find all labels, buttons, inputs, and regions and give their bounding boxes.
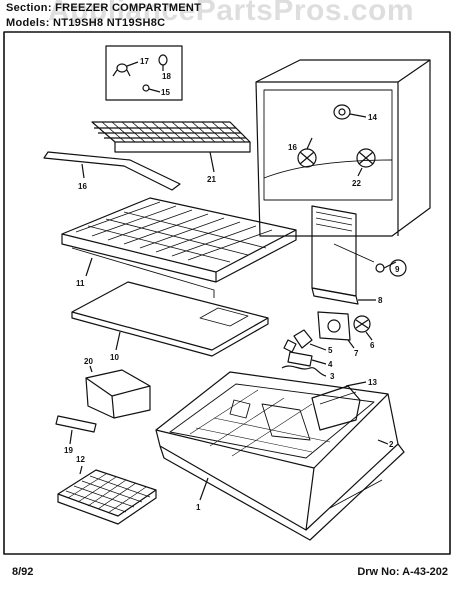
part-4-motor-mount: 4: [287, 351, 333, 369]
freezer-liner-cabinet: 14 22 16: [255, 59, 431, 237]
drawing-date: 8/92: [12, 566, 34, 578]
callout-9: 9: [395, 265, 400, 274]
part-18-socket: [158, 54, 168, 71]
part-11-shelf-frame: 11: [61, 197, 297, 298]
part-2-floor-trim: 2: [159, 439, 405, 541]
part-16-fan-grille-left: [297, 137, 317, 168]
callout-2: 2: [389, 440, 394, 449]
callout-11: 11: [76, 279, 85, 288]
section-title: Section: FREEZER COMPARTMENT: [6, 2, 202, 14]
callout-18: 18: [162, 72, 171, 81]
callout-6: 6: [370, 341, 375, 350]
part-16-shelf-trim: 16: [43, 151, 181, 191]
part-22-fan-grille-right: 22: [352, 148, 376, 188]
callout-13: 13: [368, 378, 377, 387]
callout-8: 8: [378, 296, 383, 305]
callout-1: 1: [196, 503, 201, 512]
models-title: Models: NT19SH8 NT19SH8C: [6, 17, 166, 29]
part-7-fan-bracket: 7: [317, 311, 359, 358]
diagram-border: [3, 31, 451, 555]
part-8-evaporator-cover: 8: [311, 205, 383, 305]
drawing-number: Drw No: A-43-202: [357, 566, 448, 578]
callout-19: 19: [64, 446, 73, 455]
callout-16-lower: 16: [78, 182, 87, 191]
part-14-light-socket: 14: [333, 104, 377, 122]
part-1-freezer-floor: 1: [155, 371, 399, 531]
part-9-screw: 9: [375, 259, 407, 277]
part-5-fan-motor: 5: [283, 329, 333, 355]
callout-16-upper: 16: [288, 143, 297, 152]
part-17-bulb: [112, 61, 139, 77]
callout-5: 5: [328, 346, 333, 355]
part-19-bin-divider: 19: [55, 415, 97, 455]
callout-12: 12: [76, 455, 85, 464]
callout-7: 7: [354, 349, 359, 358]
part-12-ice-tray: 12: [57, 455, 157, 525]
part-10-cover-panel: 10: [71, 281, 269, 362]
part-3-wire-harness: 3: [281, 365, 335, 381]
callout-20: 20: [84, 357, 93, 366]
part-20-ice-bin: 20: [84, 357, 151, 419]
callout-15: 15: [161, 88, 170, 97]
part-21-wire-shelf: 21: [91, 121, 251, 184]
callout-22: 22: [352, 179, 361, 188]
watermark: AppliancePartsPros.com: [47, 0, 415, 27]
callout-3: 3: [330, 372, 335, 381]
callout-17: 17: [140, 57, 149, 66]
callout-14: 14: [368, 113, 377, 122]
callout-4: 4: [328, 360, 333, 369]
callout-10: 10: [110, 353, 119, 362]
part-15-screw: [142, 84, 161, 93]
inset-box-small-parts: 17 18 15: [105, 45, 183, 101]
callout-21: 21: [207, 175, 216, 184]
part-13-air-duct: 13: [311, 378, 377, 431]
part-6-fan-blade: 6: [353, 315, 375, 350]
